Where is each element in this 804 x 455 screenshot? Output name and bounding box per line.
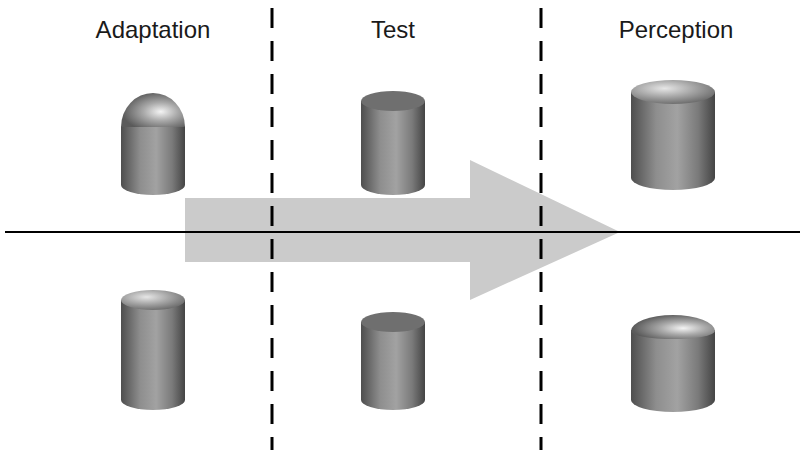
dome-cylinder bbox=[121, 93, 185, 195]
dome-cylinder bbox=[631, 315, 715, 412]
column-heading: Adaptation bbox=[96, 16, 211, 45]
horizontal-divider bbox=[5, 231, 800, 233]
flat-cylinder bbox=[361, 91, 425, 195]
column-heading: Perception bbox=[619, 16, 734, 45]
concave-cylinder bbox=[631, 80, 715, 190]
flat-cylinder bbox=[361, 312, 425, 410]
column-divider bbox=[540, 8, 543, 450]
column-divider bbox=[271, 8, 274, 450]
column-heading: Test bbox=[371, 16, 415, 45]
concave-cylinder bbox=[121, 290, 185, 410]
